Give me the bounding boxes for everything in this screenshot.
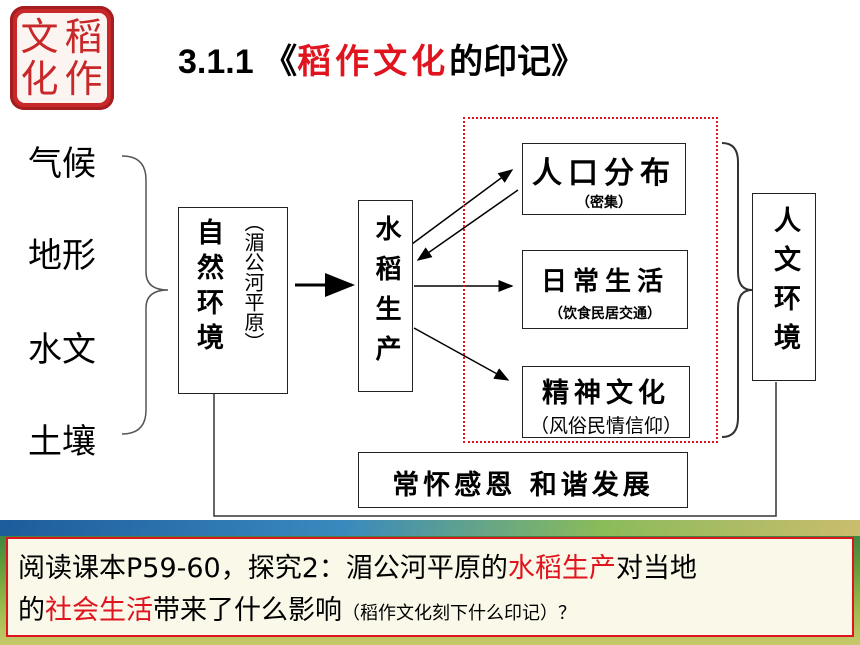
seal-char-bottom-right: 作 [64,57,103,101]
spiritual-culture-label: 精神文化 [542,378,670,409]
factor-climate: 气候 [28,144,96,184]
arrow-rice-to-spiritual [413,327,510,381]
seal-char-top-right: 稻 [64,15,103,59]
arrow-population-to-rice [416,189,519,261]
question-highlight-social-life: 社会生活 [45,595,153,626]
factors-brace [121,155,169,435]
seal-char-top-left: 文 [20,15,59,59]
title-suffix: 的印记》 [449,43,586,81]
human-environment-box: 人文环境 [752,193,816,381]
outcomes-brace [721,142,753,438]
spiritual-culture-box: 精神文化 （风俗民情信仰） [522,366,690,438]
daily-life-box: 日常生活 （饮食民居交通） [522,250,688,329]
feedback-loop-line [213,382,777,517]
title-highlight: 稻作文化 [297,43,450,81]
population-sub: （密集） [576,195,632,211]
page-title: 3.1.1 《稻作文化的印记》 [178,34,585,83]
harmony-box: 常怀感恩 和谐发展 [358,452,688,508]
question-highlight-rice-production: 水稻生产 [507,553,616,584]
population-label: 人口分布 [532,156,676,191]
factor-soil: 土壤 [28,422,96,462]
seal-logo: 稻 文 作 化 [10,6,114,110]
title-prefix: 3.1.1 《 [178,43,298,81]
daily-life-label: 日常生活 [540,267,669,297]
natural-environment-box: 自然环境 （湄公河平原） [178,207,288,394]
natural-environment-label: 自然环境 [192,218,223,358]
question-line-2: 的社会生活带来了什么影响（稻作文化刻下什么印记）？ [18,595,576,626]
rice-production-box: 水稻生产 [358,200,413,392]
spiritual-culture-sub: （风俗民情信仰） [529,415,682,437]
seal-char-bottom-left: 化 [20,57,59,101]
factor-hydrology: 水文 [28,330,96,370]
human-environment-label: 人文环境 [769,206,800,362]
harmony-label: 常怀感恩 和谐发展 [392,470,654,501]
question-line-1: 阅读课本P59-60，探究2：湄公河平原的水稻生产对当地 [18,553,697,584]
banner-strip [0,520,860,536]
arrow-rice-to-population [411,169,514,245]
natural-environment-sub: （湄公河平原） [241,212,265,352]
outcomes-group-frame [463,117,718,443]
factor-terrain: 地形 [28,236,96,276]
daily-life-sub: （饮食民居交通） [549,306,661,322]
rice-production-label: 水稻生产 [371,215,401,375]
question-box: 阅读课本P59-60，探究2：湄公河平原的水稻生产对当地 的社会生活带来了什么影… [6,537,854,637]
population-box: 人口分布 （密集） [522,143,686,215]
question-note: （稻作文化刻下什么印记） [342,603,558,624]
